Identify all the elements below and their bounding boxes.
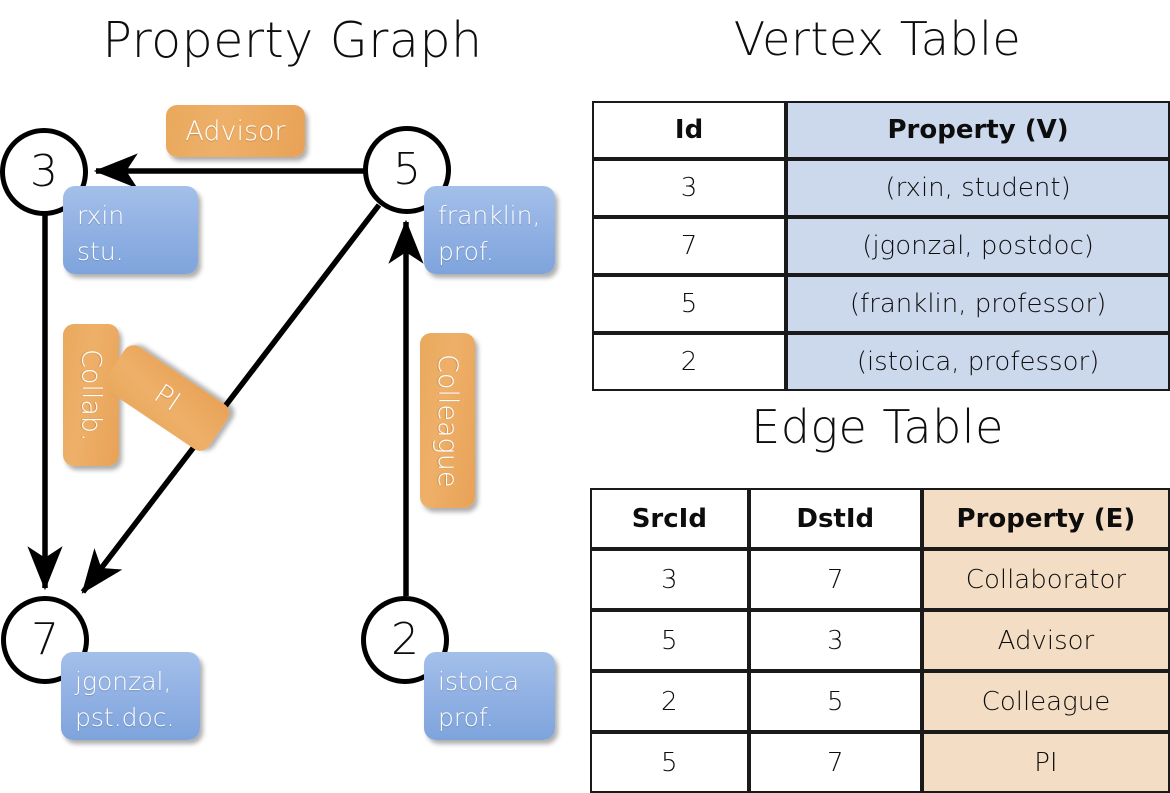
page-title-property-graph: Property Graph: [102, 12, 483, 69]
node-property-7-line2: pst.doc.: [75, 703, 175, 733]
edge-label-collab-text: Collab.: [75, 348, 107, 442]
edge-label-advisor-text: Advisor: [185, 115, 286, 147]
edge-table-header-row: SrcId DstId Property (E): [590, 488, 1170, 549]
graph-node-2[interactable]: 2: [361, 596, 449, 684]
vertex-row-1-id: 7: [592, 217, 787, 275]
edge-line-5-to-7: [80, 203, 382, 594]
edge-row-2-src: 2: [590, 671, 749, 732]
vertex-row-2-property: (franklin, professor): [786, 275, 1170, 333]
edge-table-header-srcid: SrcId: [590, 488, 749, 549]
edge-label-colleague: Colleague: [420, 333, 475, 508]
graph-node-7-id: 7: [31, 614, 59, 665]
vertex-row-0-property: (rxin, student): [786, 159, 1170, 217]
property-graph-diagram: 3 5 7 2 rxin stu. franklin, prof. jgonza…: [0, 0, 585, 760]
node-property-2-line1: istoica: [438, 667, 520, 696]
node-property-5-line1: franklin,: [438, 201, 541, 230]
graph-node-5[interactable]: 5: [363, 126, 451, 214]
edge-label-collab: Collab.: [63, 324, 119, 466]
edge-row-0-src: 3: [590, 549, 749, 610]
vertex-row-0-id: 3: [592, 159, 787, 217]
node-property-2-line2: prof.: [438, 703, 494, 733]
edge-table-header-property: Property (E): [921, 488, 1170, 549]
edge-row-0-property: Collaborator: [921, 549, 1170, 610]
node-property-3-line2: stu.: [77, 237, 124, 267]
vertex-row-3-property: (istoica, professor): [786, 333, 1170, 391]
table-row: 5 (franklin, professor): [592, 275, 1170, 333]
edge-row-3-src: 5: [590, 732, 749, 793]
edge-row-1-property: Advisor: [921, 610, 1170, 671]
edge-table-header-dstid: DstId: [748, 488, 922, 549]
node-property-box-2: istoica prof.: [424, 652, 555, 740]
table-row: 7 (jgonzal, postdoc): [592, 217, 1170, 275]
node-property-box-7: jgonzal, pst.doc.: [61, 652, 200, 740]
node-property-box-3: rxin stu.: [63, 186, 198, 274]
edge-table: SrcId DstId Property (E) 3 7 Collaborato…: [590, 488, 1170, 793]
node-property-7-line1: jgonzal,: [75, 667, 172, 696]
table-row: 2 5 Colleague: [590, 671, 1170, 732]
edge-row-3-dst: 7: [748, 732, 922, 793]
graph-node-3-id: 3: [30, 146, 58, 197]
edge-row-2-dst: 5: [748, 671, 922, 732]
edge-label-pi-text: PI: [148, 378, 186, 418]
page-title-edge-table: Edge Table: [751, 400, 1004, 454]
edge-row-1-src: 5: [590, 610, 749, 671]
table-row: 2 (istoica, professor): [592, 333, 1170, 391]
graph-node-5-id: 5: [393, 144, 421, 195]
edge-row-1-dst: 3: [748, 610, 922, 671]
vertex-row-3-id: 2: [592, 333, 787, 391]
vertex-table: Id Property (V) 3 (rxin, student) 7 (jgo…: [592, 101, 1170, 391]
edge-row-3-property: PI: [921, 732, 1170, 793]
edge-row-2-property: Colleague: [921, 671, 1170, 732]
vertex-table-header-row: Id Property (V): [592, 101, 1170, 159]
vertex-row-1-property: (jgonzal, postdoc): [786, 217, 1170, 275]
table-row: 3 7 Collaborator: [590, 549, 1170, 610]
edge-label-colleague-text: Colleague: [432, 353, 463, 488]
table-row: 3 (rxin, student): [592, 159, 1170, 217]
vertex-table-header-property: Property (V): [786, 101, 1170, 159]
edge-label-advisor: Advisor: [166, 105, 305, 157]
vertex-row-2-id: 5: [592, 275, 787, 333]
graph-edge-lines: [27, 153, 424, 596]
graph-node-2-id: 2: [391, 614, 419, 665]
table-row: 5 7 PI: [590, 732, 1170, 793]
edge-row-0-dst: 7: [748, 549, 922, 610]
node-property-3-line1: rxin: [77, 201, 125, 230]
node-property-5-line2: prof.: [438, 237, 494, 267]
vertex-table-header-id: Id: [592, 101, 787, 159]
page-title-vertex-table: Vertex Table: [733, 12, 1022, 66]
node-property-box-5: franklin, prof.: [424, 186, 555, 274]
table-row: 5 3 Advisor: [590, 610, 1170, 671]
